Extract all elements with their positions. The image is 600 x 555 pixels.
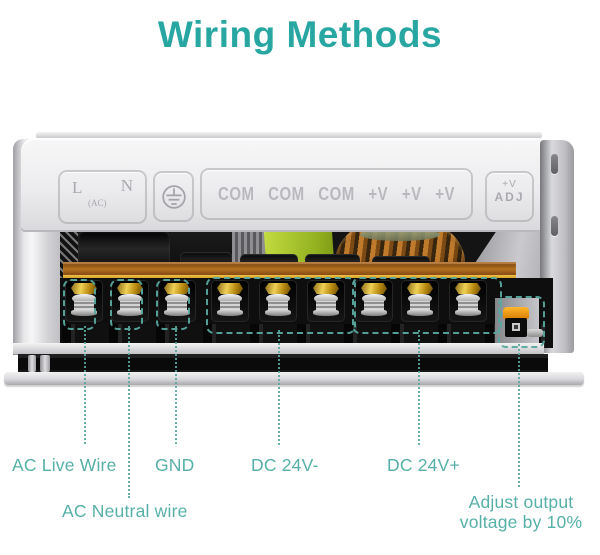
page-title: Wiring Methods <box>157 14 443 55</box>
legend-output: COM <box>218 183 255 205</box>
screw-terminal <box>307 280 345 322</box>
terminal-screw-head <box>165 294 189 303</box>
flange-slot <box>551 154 558 174</box>
legend-output: COM <box>318 183 355 205</box>
leader-line-dc-plus <box>418 330 420 445</box>
terminal-clamp <box>313 283 339 294</box>
leader-line-live <box>84 326 86 444</box>
ac-input-legend: L (AC) N <box>58 170 147 224</box>
legend-output: +V <box>435 183 455 205</box>
terminal-screw-base <box>361 309 387 316</box>
terminal-clamp <box>117 283 143 294</box>
terminal-clamp <box>217 283 243 294</box>
terminal-clamp <box>265 283 291 294</box>
screw-terminal <box>259 280 297 322</box>
terminal-clamp <box>361 283 387 294</box>
earth-ground-icon <box>161 184 186 209</box>
callout-box-neutral <box>110 279 143 330</box>
leader-line-adjust <box>518 344 520 487</box>
screw-terminal <box>211 280 249 322</box>
label-dc-negative: DC 24V- <box>251 455 319 475</box>
callout-box-live <box>63 279 96 330</box>
label-adjust-output: Adjust output voltage by 10% <box>450 492 592 532</box>
chassis-recess <box>18 354 548 373</box>
potentiometer-screw <box>512 323 520 331</box>
output-legend: COM COM COM +V +V +V <box>200 168 473 220</box>
callout-box-com-group <box>206 277 356 334</box>
legend-neutral: N <box>120 176 133 195</box>
terminal-screw-head <box>72 294 96 303</box>
terminal-screw-base <box>71 309 97 316</box>
terminal-screw-base <box>117 309 143 316</box>
terminal-screw-body <box>268 301 288 310</box>
case-top-edge <box>36 132 542 139</box>
screw-terminal <box>449 280 487 322</box>
leader-line-gnd <box>175 326 177 444</box>
pot-side-pin <box>527 329 543 337</box>
terminal-screw-body <box>74 301 94 310</box>
leader-line-dc-minus <box>278 330 280 445</box>
chassis-foot <box>40 355 50 372</box>
label-gnd: GND <box>155 455 195 475</box>
label-ac-neutral: AC Neutral wire <box>62 501 188 521</box>
terminal-clamp <box>455 283 481 294</box>
terminal-screw-body <box>120 301 140 310</box>
chassis-base-plate <box>4 372 584 385</box>
chassis-foot <box>28 355 36 372</box>
label-ac-live: AC Live Wire <box>12 455 117 475</box>
flange-slot <box>551 216 558 236</box>
terminal-screw-base <box>217 309 243 316</box>
legend-ac: (AC) <box>88 198 107 208</box>
terminal-screw-head <box>218 294 242 303</box>
terminal-screw-base <box>164 309 190 316</box>
callout-box-v-group <box>352 277 502 334</box>
legend-output: +V <box>368 183 389 205</box>
terminal-screw-body <box>220 301 240 310</box>
terminal-screw-base <box>313 309 339 316</box>
terminal-screw-head <box>408 294 432 303</box>
psu-top-cover: L (AC) N COM COM COM <box>21 138 547 232</box>
terminal-screw-body <box>458 301 478 310</box>
power-supply-image: L (AC) N COM COM COM <box>4 130 584 392</box>
terminal-screw-base <box>265 309 291 316</box>
terminal-screw-base <box>455 309 481 316</box>
screw-terminal <box>158 280 196 322</box>
legend-adj-v: +V <box>502 179 517 190</box>
label-adjust-line1: Adjust output <box>468 492 574 512</box>
legend-adj: ADJ <box>494 190 525 204</box>
adjust-legend: +V ADJ <box>485 171 534 222</box>
leader-line-neutral <box>128 326 130 498</box>
legend-output: +V <box>401 183 422 205</box>
terminal-clamp <box>164 283 190 294</box>
terminal-screw-head <box>362 294 386 303</box>
terminal-screw-head <box>314 294 338 303</box>
label-dc-positive: DC 24V+ <box>387 455 460 475</box>
potentiometer-body <box>505 318 527 337</box>
screw-terminal <box>65 280 103 322</box>
label-adjust-line2: voltage by 10% <box>459 512 583 532</box>
ground-legend <box>153 171 194 222</box>
callout-box-gnd <box>156 279 190 330</box>
terminal-screw-head <box>456 294 480 303</box>
terminal-screw-base <box>407 309 433 316</box>
terminal-screw-head <box>266 294 290 303</box>
terminal-screw-body <box>167 301 187 310</box>
terminal-screw-body <box>316 301 336 310</box>
terminal-screw-head <box>118 294 142 303</box>
legend-live: L <box>72 178 83 197</box>
screw-terminal <box>401 280 439 322</box>
callout-box-adjust <box>498 296 545 348</box>
legend-output: COM <box>268 183 305 205</box>
screw-terminal <box>355 280 393 322</box>
potentiometer-cap <box>503 307 529 319</box>
terminal-clamp <box>407 283 433 294</box>
terminal-screw-body <box>410 301 430 310</box>
terminal-screw-body <box>364 301 384 310</box>
terminal-clamp <box>71 283 97 294</box>
